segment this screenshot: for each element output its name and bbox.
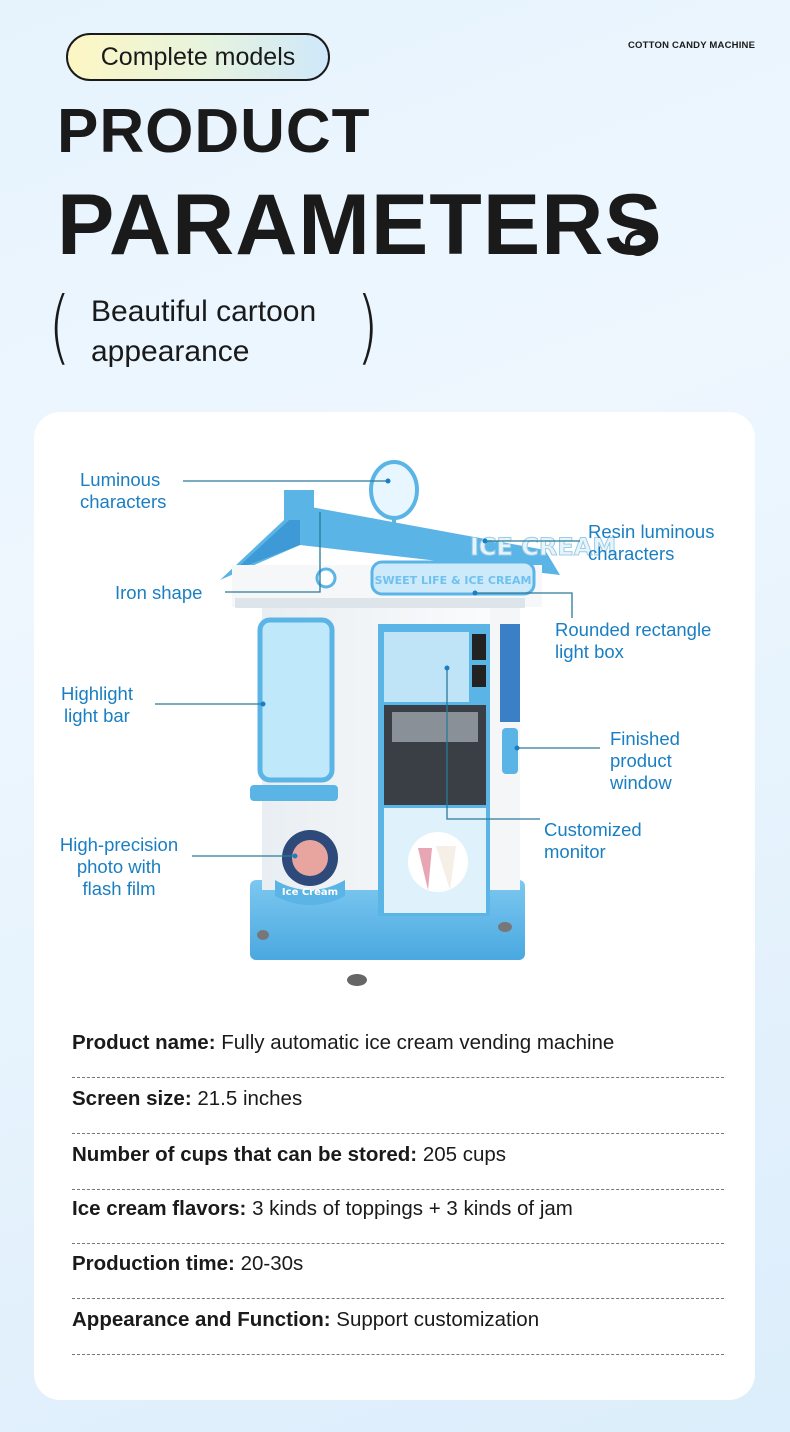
spec-value: 205 cups [422, 1143, 507, 1166]
subtitle-line-2: appearance [91, 335, 250, 368]
spec-value: 20-30s [240, 1252, 304, 1275]
callout-lines [155, 480, 600, 857]
spec-label: Screen size: [72, 1087, 192, 1110]
spec-label: Product name: [72, 1031, 216, 1054]
spec-row: Product name: Fully automatic ice cream … [72, 1022, 724, 1078]
light-box-text: SWEET LIFE & ICE CREAM [375, 574, 532, 587]
title-circle-mark [625, 230, 651, 256]
complete-models-badge: Complete models [66, 33, 330, 81]
title-line-1: PRODUCT [57, 97, 371, 166]
spec-label: Appearance and Function: [72, 1308, 331, 1331]
spec-value: 21.5 inches [197, 1087, 303, 1110]
spec-value: Support customization [336, 1308, 540, 1331]
svg-text:ICE CREAM: ICE CREAM [470, 533, 616, 561]
close-paren: ) [356, 280, 379, 373]
vending-machine: SWEET LIFE & ICE CREAM ICE CREAM Ice Cre… [220, 460, 617, 986]
subtitle: Beautiful cartoon appearance [91, 292, 316, 372]
spec-value: 3 kinds of toppings + 3 kinds of jam [252, 1197, 573, 1220]
title-line-2: PARAMETERS [57, 177, 663, 273]
callout-iron-shape: Iron shape [115, 582, 203, 603]
spec-row: Production time: 20-30s [72, 1243, 724, 1299]
spec-row: Ice cream flavors: 3 kinds of toppings +… [72, 1188, 724, 1244]
spec-label: Ice cream flavors: [72, 1197, 247, 1220]
spec-label: Production time: [72, 1252, 235, 1275]
open-paren: ( [48, 280, 71, 373]
subtitle-line-1: Beautiful cartoon [91, 295, 317, 328]
callout-dots [260, 478, 520, 859]
spec-label: Number of cups that can be stored: [72, 1143, 418, 1166]
spec-row: Number of cups that can be stored: 205 c… [72, 1134, 724, 1190]
spec-row: Screen size: 21.5 inches [72, 1078, 724, 1134]
decal-text: Ice Cream [282, 887, 338, 898]
spec-value: Fully automatic ice cream vending machin… [221, 1031, 615, 1054]
spec-row: Appearance and Function: Support customi… [72, 1299, 724, 1355]
brand-label: COTTON CANDY MACHINE [628, 40, 756, 51]
